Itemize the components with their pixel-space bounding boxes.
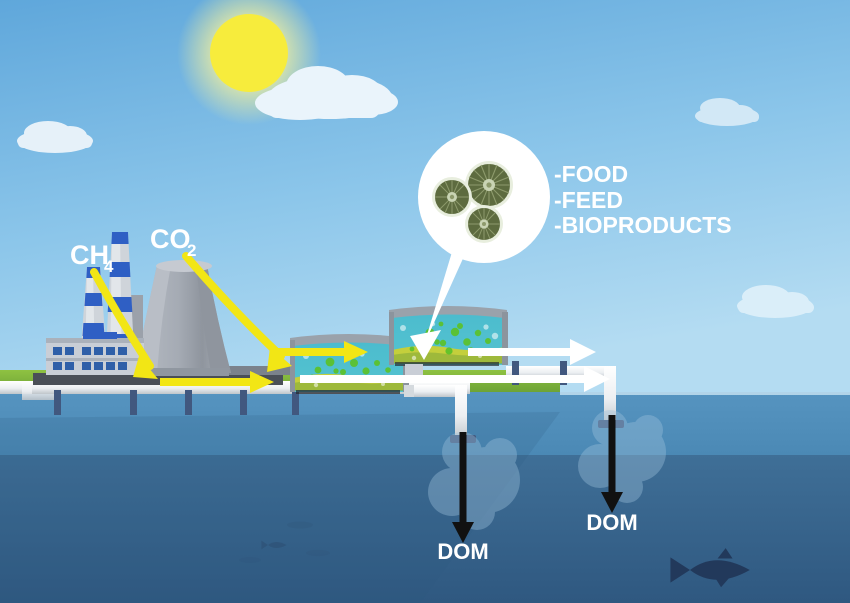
water-horizon-line bbox=[560, 392, 850, 395]
ch4-label: CH bbox=[70, 240, 109, 270]
label-co2: CO 2 bbox=[150, 224, 196, 260]
arrow-tank2-to-outfall bbox=[468, 339, 596, 365]
product-food: -FOOD bbox=[554, 161, 628, 187]
outfall-pipe-left bbox=[404, 385, 476, 443]
arrow-tank1-to-tank2 bbox=[300, 366, 610, 392]
magnifier-pointer bbox=[410, 243, 470, 360]
arrow-ch4-curve bbox=[90, 268, 158, 379]
dom-outfall-left: DOM bbox=[428, 432, 520, 564]
diatom-cell bbox=[432, 177, 472, 217]
dom-label-right: DOM bbox=[586, 510, 637, 535]
co2-label: CO bbox=[150, 224, 191, 254]
co2-subscript: 2 bbox=[187, 241, 196, 260]
diatom-cell bbox=[465, 161, 513, 209]
fish-large bbox=[670, 548, 750, 588]
cloud-top-right bbox=[695, 98, 759, 126]
product-bioproducts: -BIOPRODUCTS bbox=[554, 212, 732, 238]
product-list: -FOOD -FEED -BIOPRODUCTS bbox=[554, 161, 732, 238]
cloud-mid-right bbox=[737, 285, 814, 318]
fish-small-school bbox=[239, 521, 330, 563]
duct-between-tanks bbox=[405, 364, 423, 376]
bioreactor-tank-2[interactable] bbox=[389, 306, 508, 366]
dom-outfall-right: DOM bbox=[578, 410, 666, 535]
water-upper bbox=[0, 392, 850, 460]
label-ch4: CH 4 bbox=[70, 240, 114, 276]
ch4-subscript: 4 bbox=[104, 257, 114, 276]
plant-office-building bbox=[46, 332, 144, 375]
algae-magnifier[interactable] bbox=[418, 131, 550, 263]
arrow-gas-to-tank1 bbox=[272, 341, 368, 363]
dom-label-left: DOM bbox=[437, 539, 488, 564]
product-feed: -FEED bbox=[554, 187, 623, 213]
arrow-ground-duct bbox=[160, 371, 274, 393]
shoreline-shadow bbox=[0, 412, 560, 603]
diatom-cell bbox=[465, 205, 503, 243]
cloud-over-sun bbox=[255, 66, 398, 120]
cloud-left bbox=[17, 121, 93, 153]
